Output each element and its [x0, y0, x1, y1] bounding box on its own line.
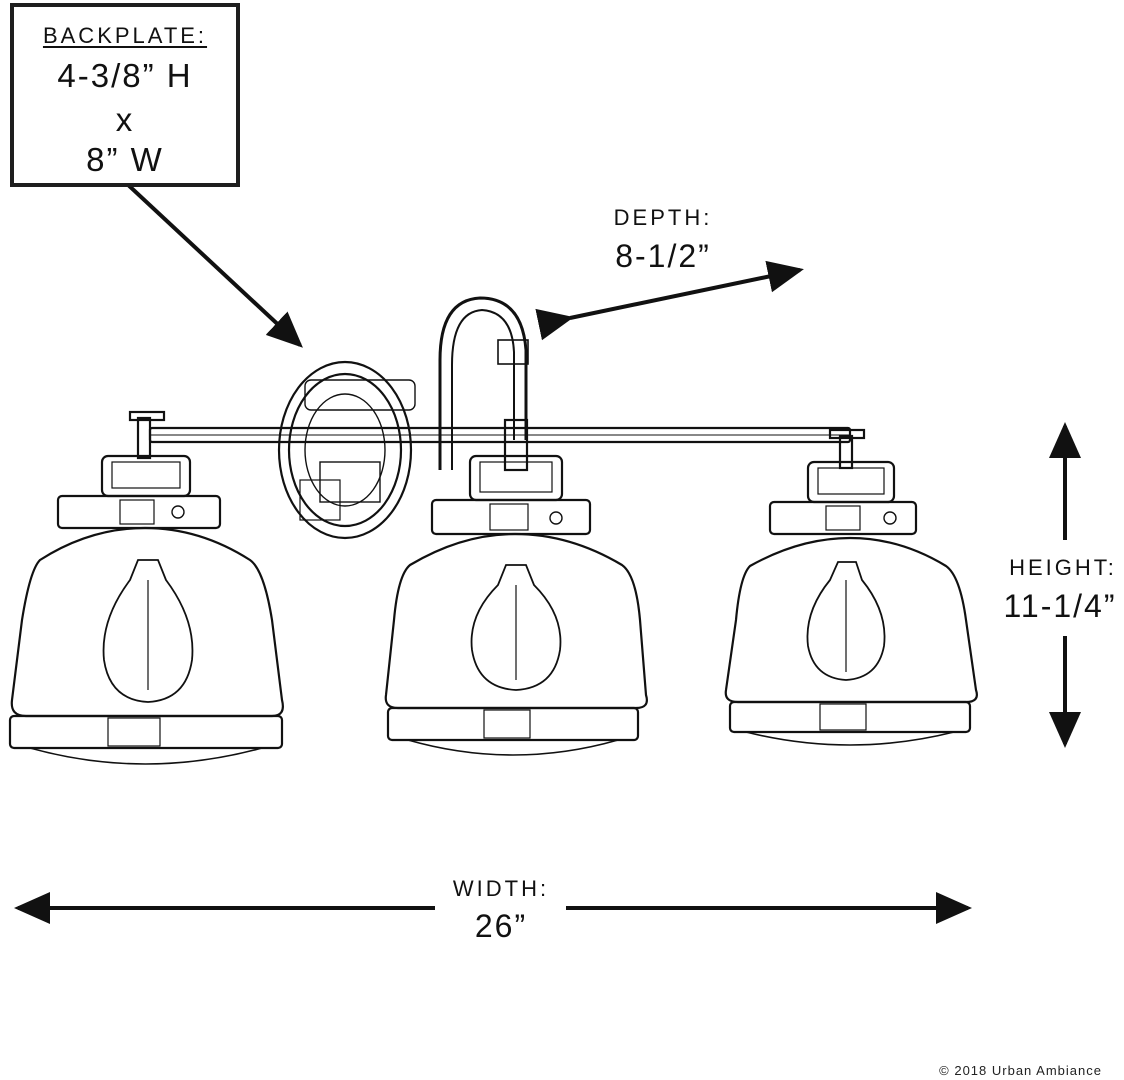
backplate-callout: BACKPLATE: 4-3/8” H x 8” W: [10, 3, 240, 187]
backplate-plate: [277, 360, 413, 540]
backplate-pointer-arrow: [123, 180, 303, 348]
depth-arrow: [535, 260, 804, 341]
height-value: 11-1/4”: [1003, 588, 1117, 624]
depth-value: 8-1/2”: [615, 238, 711, 274]
copyright-notice: © 2018 Urban Ambiance: [939, 1063, 1102, 1078]
shade-right: [724, 460, 978, 746]
shade-center: [384, 454, 648, 756]
gooseneck-arm: [438, 296, 528, 470]
height-label: HEIGHT:: [1009, 555, 1117, 580]
width-label: WIDTH:: [452, 876, 550, 901]
depth-label: DEPTH:: [613, 205, 713, 230]
shade-left: [8, 454, 284, 765]
backplate-width: 8” W: [86, 141, 164, 178]
backplate-height: 4-3/8” H: [57, 57, 193, 94]
vanity-light-fixture: [8, 296, 978, 765]
width-value: 26”: [474, 908, 528, 944]
backplate-times: x: [115, 101, 135, 138]
backplate-title: BACKPLATE:: [42, 23, 208, 48]
